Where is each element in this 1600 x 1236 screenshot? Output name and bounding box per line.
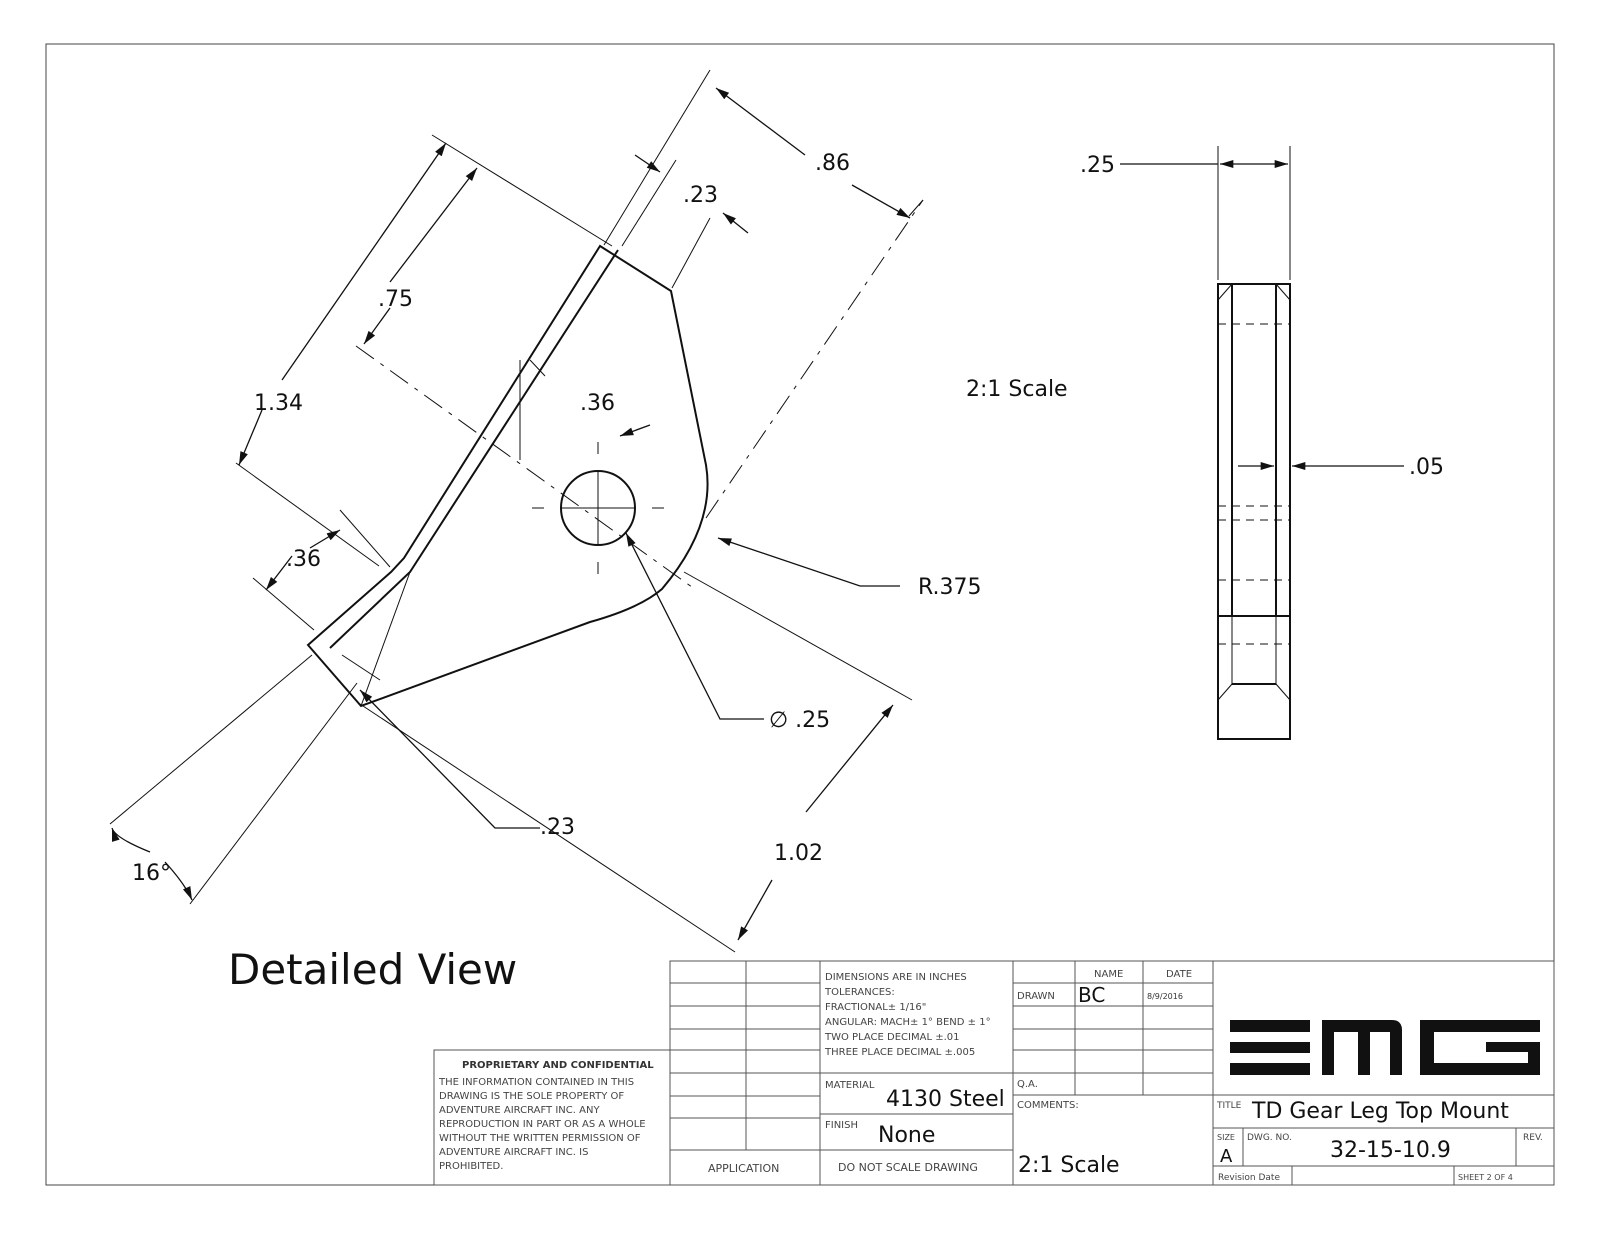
proprietary-line-2: DRAWING IS THE SOLE PROPERTY OF <box>439 1091 624 1102</box>
title-label: TITLE <box>1216 1101 1242 1111</box>
dim-r0375: R.375 <box>918 575 982 600</box>
comments-value: 2:1 Scale <box>1018 1153 1120 1178</box>
dwg-no-label: DWG. NO. <box>1247 1133 1292 1143</box>
application-label: APPLICATION <box>708 1162 779 1175</box>
tolerance-line-2: TOLERANCES: <box>824 987 895 998</box>
part-side-view <box>1120 146 1404 740</box>
size-value: A <box>1220 1146 1233 1167</box>
dim-023-top: .23 <box>683 183 718 208</box>
dim-036-left: .36 <box>286 547 321 572</box>
dim-dia025: ∅ .25 <box>769 708 830 733</box>
dim-134: 1.34 <box>254 391 303 416</box>
dim-023-bottom: .23 <box>540 815 575 840</box>
tolerance-line-5: TWO PLACE DECIMAL ±.01 <box>824 1032 959 1043</box>
material-value: 4130 Steel <box>886 1087 1005 1112</box>
material-label: MATERIAL <box>825 1080 875 1091</box>
revision-date-label: Revision Date <box>1218 1173 1280 1183</box>
finish-value: None <box>878 1123 935 1148</box>
proprietary-line-4: REPRODUCTION IN PART OR AS A WHOLE <box>439 1119 646 1130</box>
date-header: DATE <box>1166 969 1192 980</box>
proprietary-line-1: THE INFORMATION CONTAINED IN THIS <box>438 1077 634 1088</box>
proprietary-heading: PROPRIETARY AND CONFIDENTIAL <box>462 1060 654 1071</box>
emg-logo <box>1230 1020 1540 1075</box>
drawn-name: BC <box>1078 983 1105 1007</box>
sheet-label: SHEET 2 OF 4 <box>1458 1173 1513 1182</box>
dim-side-025: .25 <box>1080 153 1115 178</box>
part-front-view <box>306 199 924 708</box>
tolerance-line-3: FRACTIONAL± 1/16" <box>825 1002 926 1013</box>
name-header: NAME <box>1094 969 1123 980</box>
size-label: SIZE <box>1217 1133 1235 1142</box>
dim-086: .86 <box>815 151 850 176</box>
proprietary-line-5: WITHOUT THE WRITTEN PERMISSION OF <box>439 1133 641 1144</box>
drawn-label: DRAWN <box>1017 991 1055 1002</box>
qa-label: Q.A. <box>1017 1079 1038 1090</box>
tolerance-line-6: THREE PLACE DECIMAL ±.005 <box>824 1047 975 1058</box>
drawn-date: 8/9/2016 <box>1147 992 1183 1001</box>
tolerance-line-4: ANGULAR: MACH± 1° BEND ± 1° <box>825 1017 991 1028</box>
dwg-no-value: 32-15-10.9 <box>1330 1138 1451 1163</box>
view-title: Detailed View <box>228 945 517 994</box>
sheet-border <box>45 43 1555 1186</box>
scale-note: 2:1 Scale <box>966 377 1068 402</box>
proprietary-line-3: ADVENTURE AIRCRAFT INC. ANY <box>439 1105 600 1116</box>
proprietary-line-7: PROHIBITED. <box>439 1161 503 1172</box>
tolerance-line-1: DIMENSIONS ARE IN INCHES <box>825 972 967 983</box>
finish-label: FINISH <box>825 1120 858 1131</box>
front-view-dimensions <box>109 69 924 953</box>
dim-side-005: .05 <box>1409 455 1444 480</box>
title-block-lines <box>433 960 1555 1186</box>
comments-label: COMMENTS: <box>1017 1100 1079 1111</box>
rev-label: REV. <box>1523 1133 1543 1143</box>
proprietary-line-6: ADVENTURE AIRCRAFT INC. IS <box>439 1147 588 1158</box>
do-not-scale-label: DO NOT SCALE DRAWING <box>838 1161 978 1174</box>
title-value: TD Gear Leg Top Mount <box>1251 1099 1509 1124</box>
dim-036-center: .36 <box>580 391 615 416</box>
dim-102: 1.02 <box>774 841 823 866</box>
dim-075: .75 <box>378 287 413 312</box>
dim-angle-16: 16° <box>132 861 171 886</box>
